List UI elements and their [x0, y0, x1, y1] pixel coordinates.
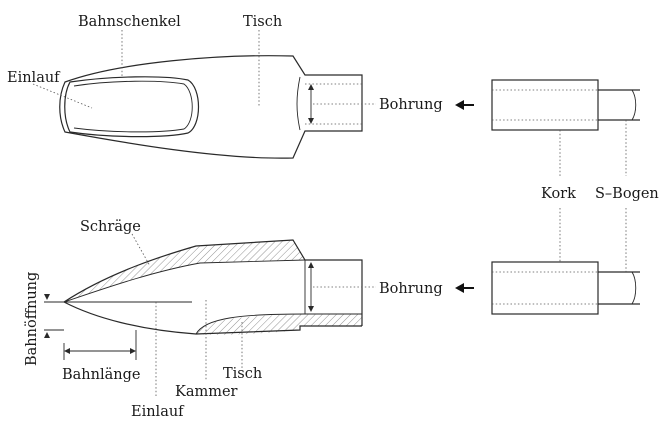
leader-einlauf-top: [32, 83, 93, 109]
facing-length-dimension: [63, 330, 137, 360]
label-bohrung-bottom: Bohrung: [379, 281, 443, 297]
arrow-left-bottom-icon: [455, 283, 474, 293]
label-bahnschenkel: Bahnschenkel: [78, 14, 181, 30]
tip-opening-dimension: [44, 294, 64, 338]
neck-cork-bottom: [491, 261, 640, 315]
label-kammer: Kammer: [175, 384, 238, 400]
leader-schraege: [131, 233, 151, 267]
label-bahnoeffnung: Bahnöffnung: [24, 272, 40, 366]
top-view-mouthpiece: [59, 55, 376, 159]
label-einlauf-bottom: Einlauf: [131, 404, 185, 420]
side-view-mouthpiece: [60, 239, 376, 335]
label-s-bogen: S–Bogen: [595, 186, 659, 202]
label-bahnlaenge: Bahnlänge: [62, 367, 140, 383]
label-tisch-bottom: Tisch: [223, 366, 262, 382]
label-kork: Kork: [541, 186, 576, 202]
label-bohrung-top: Bohrung: [379, 97, 443, 113]
label-tisch-top: Tisch: [243, 14, 282, 30]
label-schraege: Schräge: [80, 219, 141, 235]
neck-cork-top: [491, 79, 640, 131]
arrow-left-top-icon: [455, 100, 474, 110]
label-einlauf-top: Einlauf: [7, 70, 61, 86]
